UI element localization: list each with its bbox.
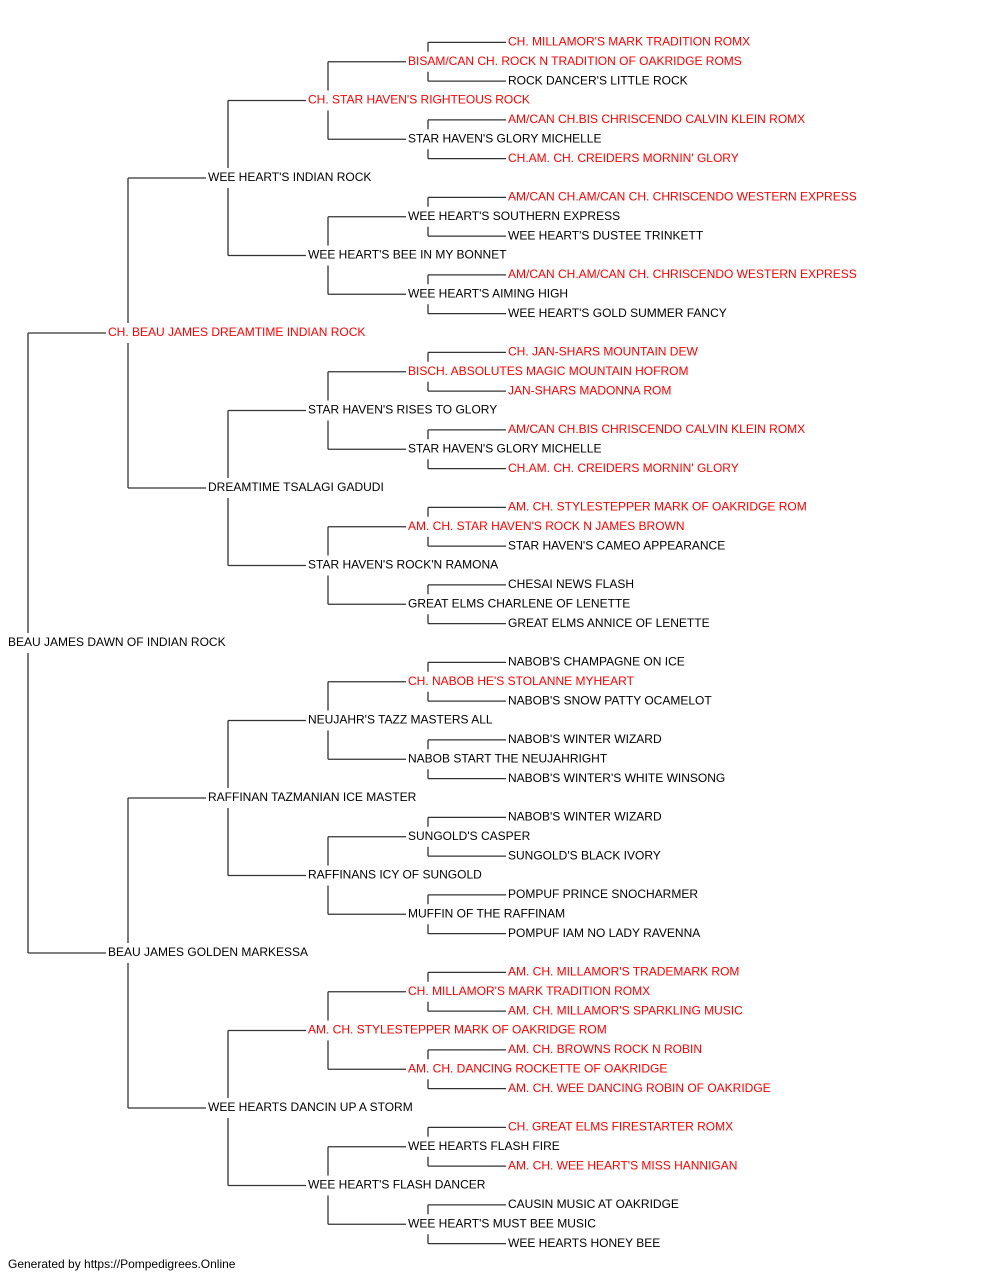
pedigree-name-gen5: WEE HEART'S DUSTEE TRINKETT bbox=[508, 228, 704, 242]
pedigree-name-gen5: AM. CH. MILLAMOR'S SPARKLING MUSIC bbox=[508, 1003, 743, 1017]
pedigree-name-gen3: WEE HEART'S FLASH DANCER bbox=[308, 1178, 486, 1192]
pedigree-name-gen5: AM. CH. WEE HEART'S MISS HANNIGAN bbox=[508, 1158, 737, 1172]
pedigree-name-gen5: POMPUF IAM NO LADY RAVENNA bbox=[508, 926, 700, 940]
pedigree-name-gen3: STAR HAVEN'S ROCK'N RAMONA bbox=[308, 558, 498, 572]
pedigree-name-gen5: JAN-SHARS MADONNA ROM bbox=[508, 383, 671, 397]
pedigree-name-gen5: AM. CH. STYLESTEPPER MARK OF OAKRIDGE RO… bbox=[508, 500, 807, 514]
pedigree-name-gen3: AM. CH. STYLESTEPPER MARK OF OAKRIDGE RO… bbox=[308, 1023, 607, 1037]
pedigree-name-gen0: BEAU JAMES DAWN OF INDIAN ROCK bbox=[8, 635, 226, 649]
pedigree-name-gen5: POMPUF PRINCE SNOCHARMER bbox=[508, 887, 698, 901]
pedigree-name-gen5: CH.AM. CH. CREIDERS MORNIN' GLORY bbox=[508, 151, 739, 165]
pedigree-name-gen5: STAR HAVEN'S CAMEO APPEARANCE bbox=[508, 538, 725, 552]
pedigree-name-gen5: AM. CH. MILLAMOR'S TRADEMARK ROM bbox=[508, 965, 739, 979]
pedigree-name-gen3: RAFFINANS ICY OF SUNGOLD bbox=[308, 868, 482, 882]
pedigree-name-gen5: NABOB'S SNOW PATTY OCAMELOT bbox=[508, 693, 712, 707]
pedigree-name-gen4: CH. MILLAMOR'S MARK TRADITION ROMX bbox=[408, 984, 650, 998]
pedigree-name-gen4: WEE HEARTS FLASH FIRE bbox=[408, 1139, 560, 1153]
pedigree-name-gen4: AM. CH. STAR HAVEN'S ROCK N JAMES BROWN bbox=[408, 519, 685, 533]
pedigree-name-gen5: NABOB'S CHAMPAGNE ON ICE bbox=[508, 655, 685, 669]
pedigree-name-gen5: CH.AM. CH. CREIDERS MORNIN' GLORY bbox=[508, 461, 739, 475]
pedigree-name-gen4: CH. NABOB HE'S STOLANNE MYHEART bbox=[408, 674, 635, 688]
pedigree-name-gen5: AM. CH. BROWNS ROCK N ROBIN bbox=[508, 1042, 702, 1056]
pedigree-name-gen5: AM/CAN CH.BIS CHRISCENDO CALVIN KLEIN RO… bbox=[508, 112, 805, 126]
pedigree-name-gen1: BEAU JAMES GOLDEN MARKESSA bbox=[108, 945, 308, 959]
pedigree-name-gen3: CH. STAR HAVEN'S RIGHTEOUS ROCK bbox=[308, 93, 530, 107]
pedigree-name-gen5: AM/CAN CH.BIS CHRISCENDO CALVIN KLEIN RO… bbox=[508, 422, 805, 436]
pedigree-name-gen2: WEE HEARTS DANCIN UP A STORM bbox=[208, 1100, 413, 1114]
pedigree-name-gen5: WEE HEARTS HONEY BEE bbox=[508, 1236, 660, 1250]
pedigree-name-gen4: STAR HAVEN'S GLORY MICHELLE bbox=[408, 131, 601, 145]
pedigree-name-gen2: WEE HEART'S INDIAN ROCK bbox=[208, 170, 371, 184]
pedigree-name-gen5: AM/CAN CH.AM/CAN CH. CHRISCENDO WESTERN … bbox=[508, 267, 857, 281]
pedigree-name-gen5: GREAT ELMS ANNICE OF LENETTE bbox=[508, 616, 710, 630]
pedigree-name-gen5: WEE HEART'S GOLD SUMMER FANCY bbox=[508, 306, 727, 320]
pedigree-name-gen4: MUFFIN OF THE RAFFINAM bbox=[408, 906, 565, 920]
pedigree-name-gen4: BISAM/CAN CH. ROCK N TRADITION OF OAKRID… bbox=[408, 54, 742, 68]
pedigree-name-gen1: CH. BEAU JAMES DREAMTIME INDIAN ROCK bbox=[108, 325, 365, 339]
pedigree-name-gen5: CHESAI NEWS FLASH bbox=[508, 577, 634, 591]
pedigree-name-gen5: NABOB'S WINTER WIZARD bbox=[508, 810, 662, 824]
pedigree-name-gen5: CH. MILLAMOR'S MARK TRADITION ROMX bbox=[508, 35, 750, 49]
pedigree-name-gen5: CH. JAN-SHARS MOUNTAIN DEW bbox=[508, 345, 698, 359]
pedigree-name-gen5: AM/CAN CH.AM/CAN CH. CHRISCENDO WESTERN … bbox=[508, 190, 857, 204]
pedigree-name-gen5: SUNGOLD'S BLACK IVORY bbox=[508, 848, 661, 862]
pedigree-name-gen4: GREAT ELMS CHARLENE OF LENETTE bbox=[408, 596, 630, 610]
pedigree-name-gen4: WEE HEART'S AIMING HIGH bbox=[408, 286, 568, 300]
pedigree-name-gen5: NABOB'S WINTER WIZARD bbox=[508, 732, 662, 746]
pedigree-name-gen4: NABOB START THE NEUJAHRIGHT bbox=[408, 751, 608, 765]
pedigree-name-gen5: CAUSIN MUSIC AT OAKRIDGE bbox=[508, 1197, 679, 1211]
pedigree-name-gen4: WEE HEART'S SOUTHERN EXPRESS bbox=[408, 209, 620, 223]
pedigree-name-gen3: WEE HEART'S BEE IN MY BONNET bbox=[308, 248, 507, 262]
pedigree-name-gen4: AM. CH. DANCING ROCKETTE OF OAKRIDGE bbox=[408, 1061, 667, 1075]
pedigree-name-gen4: SUNGOLD'S CASPER bbox=[408, 829, 531, 843]
pedigree-name-gen2: DREAMTIME TSALAGI GADUDI bbox=[208, 480, 384, 494]
pedigree-name-gen3: STAR HAVEN'S RISES TO GLORY bbox=[308, 403, 497, 417]
pedigree-name-gen5: NABOB'S WINTER'S WHITE WINSONG bbox=[508, 771, 725, 785]
pedigree-name-gen4: WEE HEART'S MUST BEE MUSIC bbox=[408, 1216, 596, 1230]
pedigree-name-gen2: RAFFINAN TAZMANIAN ICE MASTER bbox=[208, 790, 417, 804]
pedigree-name-gen5: ROCK DANCER'S LITTLE ROCK bbox=[508, 73, 688, 87]
pedigree-name-gen5: AM. CH. WEE DANCING ROBIN OF OAKRIDGE bbox=[508, 1081, 771, 1095]
pedigree-name-gen3: NEUJAHR'S TAZZ MASTERS ALL bbox=[308, 713, 493, 727]
pedigree-name-gen5: CH. GREAT ELMS FIRESTARTER ROMX bbox=[508, 1120, 733, 1134]
pedigree-name-gen4: BISCH. ABSOLUTES MAGIC MOUNTAIN HOFROM bbox=[408, 364, 688, 378]
generated-by-footer: Generated by https://Pompedigrees.Online bbox=[8, 1257, 236, 1271]
pedigree-name-gen4: STAR HAVEN'S GLORY MICHELLE bbox=[408, 441, 601, 455]
